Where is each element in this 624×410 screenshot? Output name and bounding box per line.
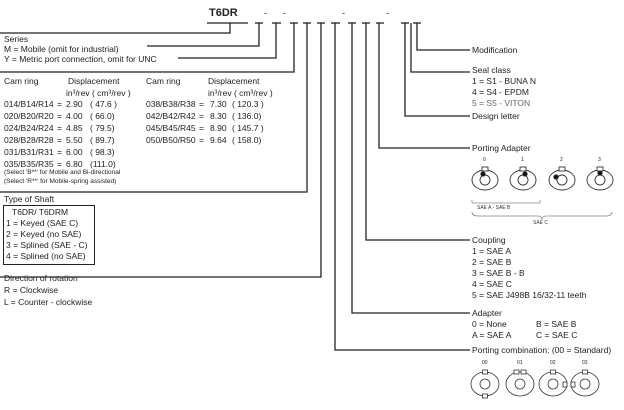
model-code-dash: - xyxy=(264,8,267,18)
rotation-title: Direction of rotation xyxy=(4,273,78,283)
adapter-title: Adapter xyxy=(472,308,502,318)
model-code-dash: - xyxy=(342,8,345,18)
coupling-option: 1 = SAE A xyxy=(472,246,511,256)
porting-adapter-icons xyxy=(471,166,614,191)
units-header: in³/rev ( cm³/rev ) xyxy=(66,88,131,98)
porting-adapter-title: Porting Adapter xyxy=(472,143,531,153)
model-code-dash: - xyxy=(386,8,389,18)
seal-option: 5 = S5 - VITON xyxy=(472,98,531,108)
coupling-option: 3 = SAE B - B xyxy=(472,268,525,278)
seal-title: Seal class xyxy=(472,65,511,75)
series-title: Series xyxy=(4,34,29,44)
cam-ring-header: Cam ring xyxy=(4,76,39,86)
porting-combination-label: 03 xyxy=(582,360,588,366)
shaft-option: 3 = Splined (SAE - C) xyxy=(6,240,88,250)
porting-combination-label: 01 xyxy=(517,360,523,366)
rotation-option: L = Counter - clockwise xyxy=(4,297,93,307)
adapter-option: 0 = None xyxy=(472,319,507,329)
series-line: M = Mobile (omit for industrial) xyxy=(4,44,119,54)
porting-adapter-label: 0 xyxy=(483,157,486,163)
design-letter-title: Design letter xyxy=(472,111,520,121)
shaft-option: 1 = Keyed (SAE C) xyxy=(6,218,79,228)
model-code-dash: - xyxy=(283,8,286,18)
coupling-option: 5 = SAE J498B 16/32-11 teeth xyxy=(472,290,587,300)
cam-ring-header-right: Cam ring xyxy=(146,76,181,86)
model-code-prefix: T6DR xyxy=(209,7,238,19)
shaft-header: T6DR/ T6DRM xyxy=(12,207,69,217)
sae-c-label: SAE C xyxy=(533,220,549,226)
modification-title: Modification xyxy=(472,45,518,55)
cam-ring-note: (Select 'R**' for Mobile-spring assisted… xyxy=(4,178,117,185)
sae-ab-label: SAE A - SAE B xyxy=(477,205,511,211)
shaft-option: 4 = Splined (no SAE) xyxy=(6,251,86,261)
series-line: Y = Metric port connection, omit for UNC xyxy=(4,54,157,64)
units-header-right: in³/rev ( cm³/rev ) xyxy=(208,88,273,98)
porting-adapter-label: 2 xyxy=(560,157,563,163)
shaft-box xyxy=(3,205,95,265)
seal-option: 4 = S4 - EPDM xyxy=(472,87,529,97)
rotation-option: R = Clockwise xyxy=(4,285,59,295)
porting-combination-title: Porting combination: (00 = Standard) xyxy=(472,345,612,355)
displacement-header: Displacement xyxy=(68,76,120,86)
coupling-title: Coupling xyxy=(472,235,506,245)
porting-combination-label: 00 xyxy=(482,360,488,366)
shaft-title: Type of Shaft xyxy=(4,194,55,204)
coupling-option: 4 = SAE C xyxy=(472,279,512,289)
porting-combination-label: 02 xyxy=(550,360,556,366)
seal-option: 1 = S1 - BUNA N xyxy=(472,76,537,86)
adapter-option: C = SAE C xyxy=(536,330,578,340)
porting-combination-icons xyxy=(470,369,600,399)
porting-adapter-label: 3 xyxy=(598,157,601,163)
adapter-option: A = SAE A xyxy=(472,330,512,340)
coupling-option: 2 = SAE B xyxy=(472,257,512,267)
adapter-option: B = SAE B xyxy=(536,319,577,329)
shaft-option: 2 = Keyed (no SAE) xyxy=(6,229,82,239)
cam-ring-note: (Select 'B**' for Mobile and Bi-directio… xyxy=(4,169,121,176)
displacement-header-right: Displacement xyxy=(208,76,260,86)
porting-adapter-label: 1 xyxy=(521,157,524,163)
